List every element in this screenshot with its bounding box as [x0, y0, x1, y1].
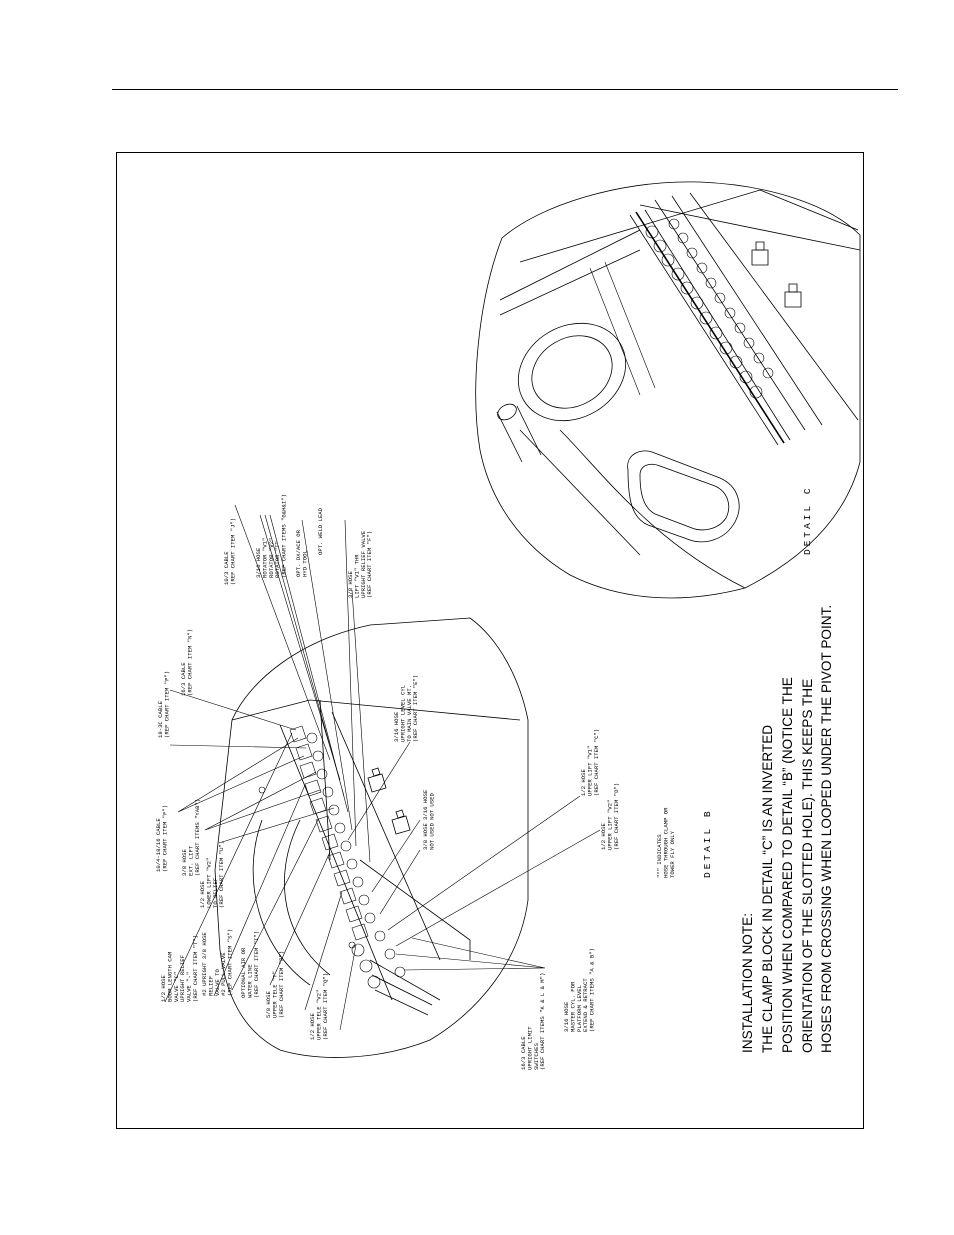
callout-left-3: OPTIONAL AIR OR WATER LINE (REF CHART IT…: [240, 931, 260, 998]
detail-b-drawing: [164, 504, 601, 1058]
header-rule: [112, 89, 898, 90]
figure-frame: [116, 152, 864, 1129]
callout-left-2: #2 UPRIGHT 3/8 HOSE RELIEF VALVE TO #2 P…: [201, 929, 234, 996]
detail-b-callouts-right: 3/8 HOSE NOT USED 3/16 HOSE NOT USED 1/2…: [422, 729, 620, 850]
detail-c-drawing: [475, 181, 861, 599]
callout-top-4: 18-3C CABLE (REF CHART ITEM "P"): [157, 671, 170, 738]
callout-right-4: 1/2 HOSE UPPER LIFT "V2" (REF CHART ITEM…: [600, 783, 620, 850]
detail-b-caption: DETAIL B: [702, 808, 713, 878]
callout-right-3: 1/2 HOSE UPPER LIFT "V1" (REF CHART ITEM…: [580, 729, 600, 796]
callout-top-9: OPT. DX/ACE OR HYD TOOL: [295, 527, 308, 577]
callout-top-3: 1/2 HOSE LOWER LIFT "V2" TO RELIEF (REF …: [199, 841, 225, 908]
callout-top-8: 3/16 HOSE ROTATOR "V1" ROTATOR "V2" ROTA…: [255, 494, 288, 578]
installation-note-heading: INSTALLATION NOTE:: [740, 913, 755, 1053]
installation-note-line-4: HOSES FROM CROSSING WHEN LOOPED UNDER TH…: [819, 605, 834, 1053]
callout-left-1: 1/2 HOSE BOOM LENGTH CAM VALVE "C" UPRIG…: [160, 935, 199, 1002]
callout-right-2: 3/16 HOSE NOT USED: [422, 786, 435, 820]
detail-b-callouts-left: 1/2 HOSE BOOM LENGTH CAM VALVE "C" UPRIG…: [160, 929, 596, 1070]
detail-b-callouts-top: 10/4-18/16 CABLE (REF CHART ITEM "F") 3/…: [155, 494, 419, 908]
callout-left-7: 3/16 HOSE MASTER CYL. FOR PLATFORM LEVEL…: [563, 948, 596, 1032]
callout-top-11: 3/8 HOSE LIFT "V1" THR UPRIGHT RELIEF VA…: [347, 528, 373, 599]
callout-left-6: 16/3 CABLE UPRIGHT LIMIT SWITCHES (REF C…: [520, 973, 546, 1070]
callout-right-1: 3/8 HOSE NOT USED: [422, 820, 435, 850]
detail-b-footnote: "*" INDICATES HOSE THROUGH CLAMP OR TOWE…: [656, 804, 676, 878]
callout-top-2: 3/8 HOSE EXT. LIFT (REF CHART ITEMS "YAB…: [181, 799, 201, 876]
callout-top-10: OPT. WELD LEAD: [317, 507, 324, 555]
installation-note-line-1: THE CLAMP BLOCK IN DETAIL “C” IS AN INVE…: [760, 725, 775, 1053]
callout-left-4: 5/8 HOSE UPPER TELE "T" (REF CHART ITEM …: [265, 951, 285, 1018]
callout-top-7: 10/3 CABLE (REF CHART ITEM "J"): [223, 518, 236, 585]
detail-c-caption: DETAIL C: [802, 485, 813, 555]
installation-note-line-3: ORIENTATION OF THE SLOTTED HOLE). THIS K…: [800, 679, 815, 1053]
installation-note: INSTALLATION NOTE: THE CLAMP BLOCK IN DE…: [740, 605, 834, 1053]
callout-left-5: 1/2 HOSE UPPER TELE "V2" (REF CHART ITEM…: [309, 973, 329, 1040]
callout-top-1: 10/4-18/16 CABLE (REF CHART ITEM "F"): [155, 805, 168, 872]
callout-top-6: 3/16 HOSE UPRIGHT LEVEL CYL TO MAIN VALV…: [393, 675, 419, 742]
callout-top-5: 16/3 CABLE (REF CHART ITEM "N"): [180, 629, 193, 696]
installation-note-line-2: POSITION WHEN COMPARED TO DETAIL “B” (NO…: [780, 677, 795, 1053]
